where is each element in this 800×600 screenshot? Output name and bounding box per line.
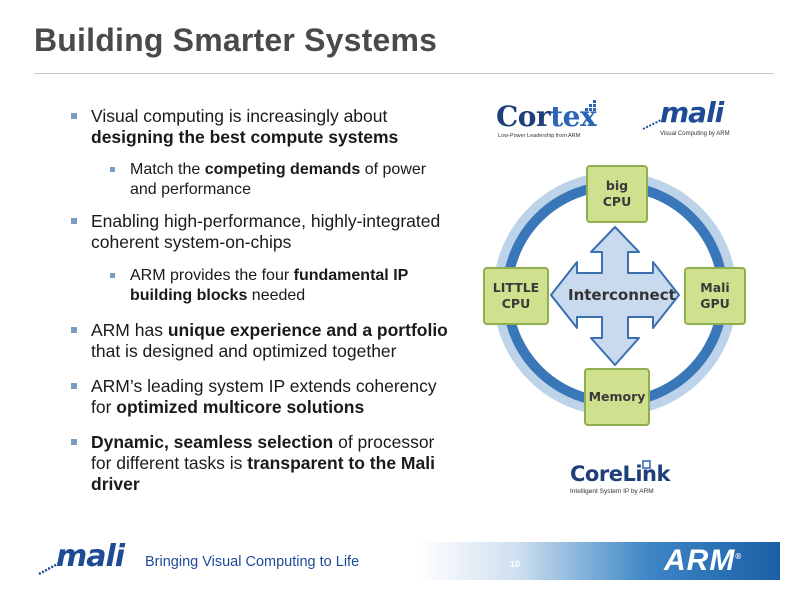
bullet-line: Enabling high-performance, highly-integr… — [91, 211, 440, 232]
bullet-marker-icon — [71, 113, 77, 119]
bullet-line: and performance — [130, 180, 426, 200]
cortex-logo-word-a: Cor — [496, 100, 551, 133]
box-memory-label: Memory — [588, 389, 646, 404]
corelink-logo: CoreLink Intelligent System IP by ARM — [570, 460, 680, 502]
bullet-line: ARM provides the four fundamental IP — [130, 266, 408, 286]
box-big-cpu: big CPU — [586, 165, 648, 223]
bullet-line: Visual computing is increasingly about — [91, 106, 398, 127]
cortex-logo-word-b: tex — [550, 100, 597, 133]
bullet-text-segment: driver — [91, 474, 140, 494]
bullet-item: Enabling high-performance, highly-integr… — [71, 211, 440, 253]
bullet-item: ARM has unique experience and a portfoli… — [71, 320, 448, 362]
four-way-arrow-icon — [550, 226, 680, 366]
bullet-marker-icon — [71, 383, 77, 389]
box-mali-gpu: Mali GPU — [684, 267, 746, 325]
bullet-text-segment: unique experience and a portfolio — [167, 320, 448, 340]
bullet-item: Dynamic, seamless selection of processor… — [71, 432, 435, 495]
mali-logo: mali Visual Computing by ARM — [642, 96, 742, 140]
bullet-line: Dynamic, seamless selection of processor — [91, 432, 435, 453]
bullet-line: coherent system-on-chips — [91, 232, 440, 253]
bullet-text-segment: ARM provides the four — [130, 267, 294, 284]
bullet-text-segment: Visual computing is increasingly about — [91, 106, 388, 126]
mali-footer-logo: mali — [56, 539, 125, 574]
title-divider — [34, 73, 774, 74]
box-little-cpu: LITTLE CPU — [483, 267, 549, 325]
corelink-logo-word: CoreLink — [570, 462, 670, 486]
bullet-text-segment: for different tasks is — [91, 453, 248, 473]
bullet-text-segment: optimized multicore solutions — [116, 397, 365, 417]
bullet-text-segment: Dynamic, seamless selection — [91, 432, 334, 452]
bullet-line: designing the best compute systems — [91, 127, 398, 148]
bullet-text-segment: of processor — [333, 432, 435, 452]
bullet-text-segment: needed — [247, 287, 306, 304]
bullet-text-segment: building blocks — [130, 287, 248, 304]
mali-footer-swoosh-icon — [38, 561, 62, 575]
bullet-line: Match the competing demands of power — [130, 160, 426, 180]
bullet-text-segment: coherent system-on-chips — [91, 232, 292, 252]
bullet-text-segment: designing the best compute systems — [91, 127, 399, 147]
box-little-cpu-label: LITTLE CPU — [492, 280, 540, 311]
bullet-text-segment: for — [91, 397, 117, 417]
footer-gradient-band — [120, 542, 780, 580]
bullet-text-segment: fundamental IP — [293, 267, 409, 284]
arm-logo-registered-mark: ® — [735, 552, 743, 561]
bullet-line: ARM has unique experience and a portfoli… — [91, 320, 448, 341]
bullet-text-segment: Match the — [130, 161, 205, 178]
box-mali-gpu-label: Mali GPU — [700, 280, 730, 311]
bullet-line: for optimized multicore solutions — [91, 397, 437, 418]
bullet-text-segment: ARM has — [91, 320, 168, 340]
mali-logo-word: mali — [660, 96, 724, 129]
corelink-logo-sub: Intelligent System IP by ARM — [570, 488, 654, 495]
cortex-logo-sub: Low-Power Leadership from ARM — [498, 133, 581, 139]
bullet-text-segment: that is designed and optimized together — [91, 341, 397, 361]
bullet-marker-icon — [110, 167, 115, 172]
bullet-text-segment: Enabling high-performance, highly-integr… — [91, 211, 441, 231]
bullet-text-segment: of power — [360, 161, 427, 178]
box-memory: Memory — [584, 368, 650, 426]
mali-logo-sub: Visual Computing by ARM — [660, 131, 730, 137]
page-number: 10 — [510, 559, 521, 569]
arm-logo: ARM® — [664, 544, 742, 578]
bullet-text-segment: ARM’s leading system IP extends coherenc… — [91, 376, 437, 396]
bullet-marker-icon — [71, 439, 77, 445]
bullet-text-segment: competing demands — [204, 161, 361, 178]
slide-footer: mali Bringing Visual Computing to Life 1… — [0, 537, 800, 587]
bullet-line: for different tasks is transparent to th… — [91, 453, 435, 474]
bullet-text-segment: and performance — [130, 181, 251, 198]
bullet-marker-icon — [71, 218, 77, 224]
slide-title: Building Smarter Systems — [34, 22, 438, 58]
bullet-line: that is designed and optimized together — [91, 341, 448, 362]
box-big-cpu-label: big CPU — [602, 178, 632, 209]
mali-swoosh-icon — [642, 118, 664, 130]
bullet-item: ARM’s leading system IP extends coherenc… — [71, 376, 437, 418]
arm-logo-word: ARM — [664, 544, 736, 577]
cortex-logo: Cortex Low-Power Leadership from ARM — [496, 100, 606, 140]
bullet-line: ARM’s leading system IP extends coherenc… — [91, 376, 437, 397]
bullet-line: building blocks needed — [130, 286, 408, 306]
interconnect-label: Interconnect — [568, 286, 676, 304]
bullet-line: driver — [91, 474, 435, 495]
bullet-text-segment: transparent to the Mali — [247, 453, 435, 473]
footer-tagline: Bringing Visual Computing to Life — [145, 554, 360, 570]
bullet-marker-icon — [110, 273, 115, 278]
corelink-square-icon — [642, 460, 651, 469]
cortex-dots-icon — [585, 100, 596, 111]
bullet-marker-icon — [71, 327, 77, 333]
